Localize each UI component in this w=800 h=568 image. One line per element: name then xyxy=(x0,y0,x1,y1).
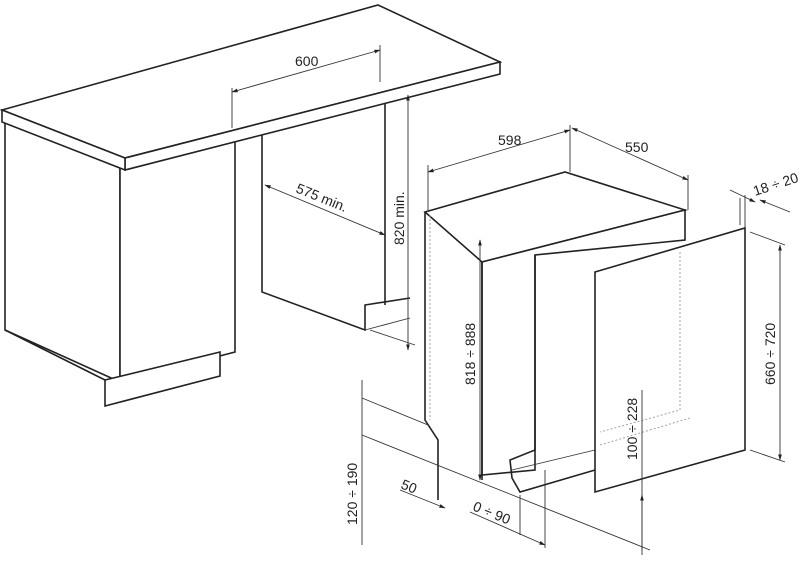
dim-panel-height: 660 ÷ 720 xyxy=(762,323,778,385)
dim-plinth-setback: 50 xyxy=(399,476,420,497)
left-base-cabinet xyxy=(4,120,236,408)
dim-appliance-width: 598 xyxy=(498,132,522,148)
dim-niche-height: 820 min. xyxy=(391,191,407,245)
dim-appliance-depth: 550 xyxy=(625,139,649,155)
dim-niche-depth: 575 min. xyxy=(294,180,350,215)
dim-plinth-gap: 100 ÷ 228 xyxy=(624,398,640,460)
dim-foot-offset: 0 ÷ 90 xyxy=(471,498,513,527)
door-panel xyxy=(594,226,746,494)
dim-appliance-height: 818 ÷ 888 xyxy=(462,323,478,385)
dishwasher xyxy=(423,171,688,500)
dim-plinth-height: 120 ÷ 190 xyxy=(344,463,360,525)
countertop xyxy=(0,4,503,172)
dim-panel-thickness: 18 ÷ 20 xyxy=(751,169,800,199)
dimension-lines xyxy=(231,45,791,555)
dim-niche-width: 600 xyxy=(295,53,319,69)
right-base-cabinet xyxy=(261,95,411,332)
